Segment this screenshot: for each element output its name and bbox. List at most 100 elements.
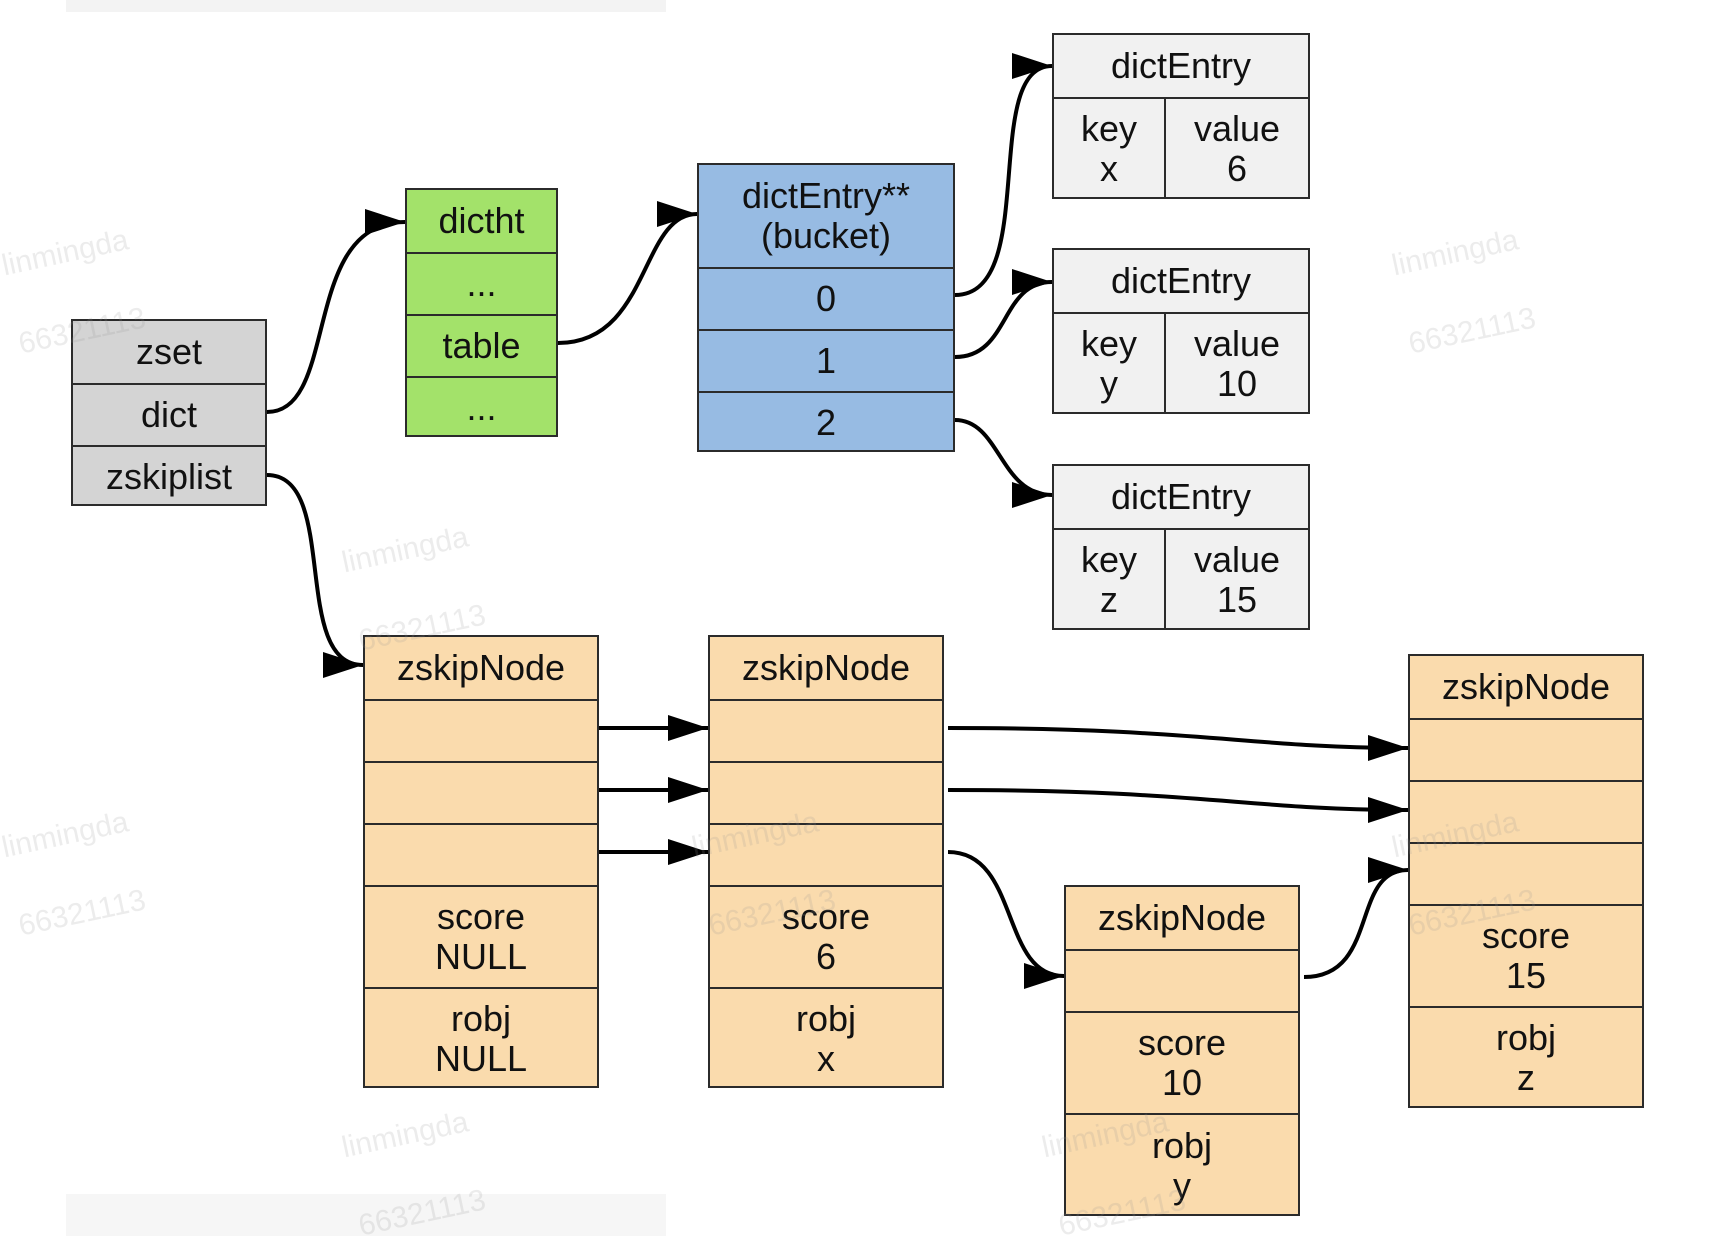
dictht-ellipsis-1: ... <box>407 252 556 314</box>
dict-entry-fields: key z value 15 <box>1054 528 1308 630</box>
watermark-name: linmingda <box>1038 1105 1172 1165</box>
score-value: 10 <box>1161 1062 1203 1103</box>
arrow-x-l1-to-y <box>947 850 1065 989</box>
dictht-table-field: table <box>407 314 556 376</box>
dict-entry-x: dictEntry key x value 6 <box>1052 33 1310 199</box>
bucket-slot-2: 2 <box>699 391 953 452</box>
skip-node-score: score 15 <box>1410 904 1642 1006</box>
skip-node-score: score 10 <box>1066 1011 1298 1113</box>
robj-value: y <box>1173 1164 1191 1206</box>
score-value: NULL <box>434 936 528 977</box>
score-label: score <box>436 896 526 937</box>
skip-node-robj: robj y <box>1066 1113 1298 1216</box>
dict-entry-key: key x <box>1054 99 1164 199</box>
arrow-zset-zskiplist-to-header <box>266 473 364 678</box>
dictht-ellipsis-2: ... <box>407 376 556 437</box>
bucket-slot-0: 0 <box>699 267 953 329</box>
score-value: 15 <box>1505 955 1547 996</box>
robj-value: x <box>817 1037 835 1079</box>
score-label: score <box>1137 1022 1227 1063</box>
watermark-name: linmingda <box>0 805 132 865</box>
value-label: value <box>1193 539 1281 580</box>
key-value: y <box>1100 363 1118 404</box>
dict-entry-key: key z <box>1054 530 1164 630</box>
dictht-struct: dictht ... table ... <box>405 188 558 437</box>
value-value: 10 <box>1216 363 1258 404</box>
skip-node-level-2 <box>710 761 942 823</box>
skip-node-robj: robj NULL <box>365 987 597 1088</box>
watermark-name: linmingda <box>688 805 822 865</box>
zset-dict-field: dict <box>73 383 265 445</box>
dict-entry-z: dictEntry key z value 15 <box>1052 464 1310 630</box>
skip-node-level-2 <box>1410 780 1642 842</box>
zset-zskiplist-field: zskiplist <box>73 445 265 506</box>
skip-node-score: score NULL <box>365 885 597 987</box>
key-value: z <box>1100 579 1118 620</box>
arrow-bucket-2-to-entry-z <box>954 418 1053 508</box>
arrow-bucket-0-to-entry-x <box>954 53 1053 297</box>
bucket-array: dictEntry** (bucket) 0 1 2 <box>697 163 955 452</box>
skip-node-title: zskipNode <box>1441 666 1611 707</box>
value-value: 6 <box>1226 148 1248 189</box>
dict-entry-key: key y <box>1054 314 1164 414</box>
skip-node-z: zskipNode score 15 robj z <box>1408 654 1644 1108</box>
watermark-name: linmingda <box>1388 223 1522 283</box>
dict-entry-fields: key x value 6 <box>1054 97 1308 199</box>
dict-entry-fields: key y value 10 <box>1054 312 1308 414</box>
value-value: 15 <box>1216 579 1258 620</box>
top-strip <box>66 0 666 12</box>
zset-title: zset <box>135 331 203 372</box>
watermark-name: linmingda <box>338 1105 472 1165</box>
score-label: score <box>781 896 871 937</box>
robj-label: robj <box>1495 1017 1557 1058</box>
skip-node-level-2 <box>365 761 597 823</box>
value-label: value <box>1193 108 1281 149</box>
arrow-y-l1-to-z <box>1303 857 1409 979</box>
arrow-x-l3-to-z <box>947 726 1409 761</box>
arrow-x-l2-to-z <box>947 788 1409 823</box>
skip-node-level-1 <box>1410 842 1642 904</box>
skip-node-header: zskipNode score NULL robj NULL <box>363 635 599 1088</box>
watermark-name: linmingda <box>1388 805 1522 865</box>
skip-node-level-3 <box>710 699 942 761</box>
dict-entry-title: dictEntry <box>1110 260 1252 301</box>
dict-entry-value: value 15 <box>1164 530 1308 630</box>
arrow-bucket-1-to-entry-y <box>954 269 1053 359</box>
skip-node-level-1 <box>710 823 942 885</box>
robj-value: NULL <box>434 1037 528 1079</box>
arrow-dictht-table-to-bucket <box>557 201 698 345</box>
skip-node-level-3 <box>365 699 597 761</box>
key-label: key <box>1080 323 1138 364</box>
dict-entry-y: dictEntry key y value 10 <box>1052 248 1310 414</box>
skip-node-title: zskipNode <box>1097 897 1267 938</box>
skip-node-robj: robj z <box>1410 1006 1642 1108</box>
robj-value: z <box>1517 1057 1535 1098</box>
dict-entry-title: dictEntry <box>1110 476 1252 517</box>
key-value: x <box>1100 148 1118 189</box>
robj-label: robj <box>1151 1124 1213 1166</box>
skip-node-level-1 <box>365 823 597 885</box>
bottom-strip <box>66 1194 666 1236</box>
watermark-name: linmingda <box>0 223 132 283</box>
robj-label: robj <box>450 997 512 1039</box>
key-label: key <box>1080 539 1138 580</box>
skip-node-level-1 <box>1066 949 1298 1011</box>
skip-node-y: zskipNode score 10 robj y <box>1064 885 1300 1216</box>
skip-node-x: zskipNode score 6 robj x <box>708 635 944 1088</box>
arrow-zset-dict-to-dictht <box>266 209 406 414</box>
skip-node-title: zskipNode <box>741 647 911 688</box>
skip-node-title: zskipNode <box>396 647 566 688</box>
dict-entry-value: value 6 <box>1164 99 1308 199</box>
dict-entry-title: dictEntry <box>1110 45 1252 86</box>
watermark-name: linmingda <box>338 520 472 580</box>
dict-entry-value: value 10 <box>1164 314 1308 414</box>
skip-node-score: score 6 <box>710 885 942 987</box>
bucket-header: dictEntry** (bucket) <box>741 175 911 256</box>
bucket-slot-1: 1 <box>699 329 953 391</box>
dictht-title: dictht <box>438 200 525 241</box>
robj-label: robj <box>795 997 857 1039</box>
skip-node-robj: robj x <box>710 987 942 1088</box>
score-value: 6 <box>815 936 837 977</box>
